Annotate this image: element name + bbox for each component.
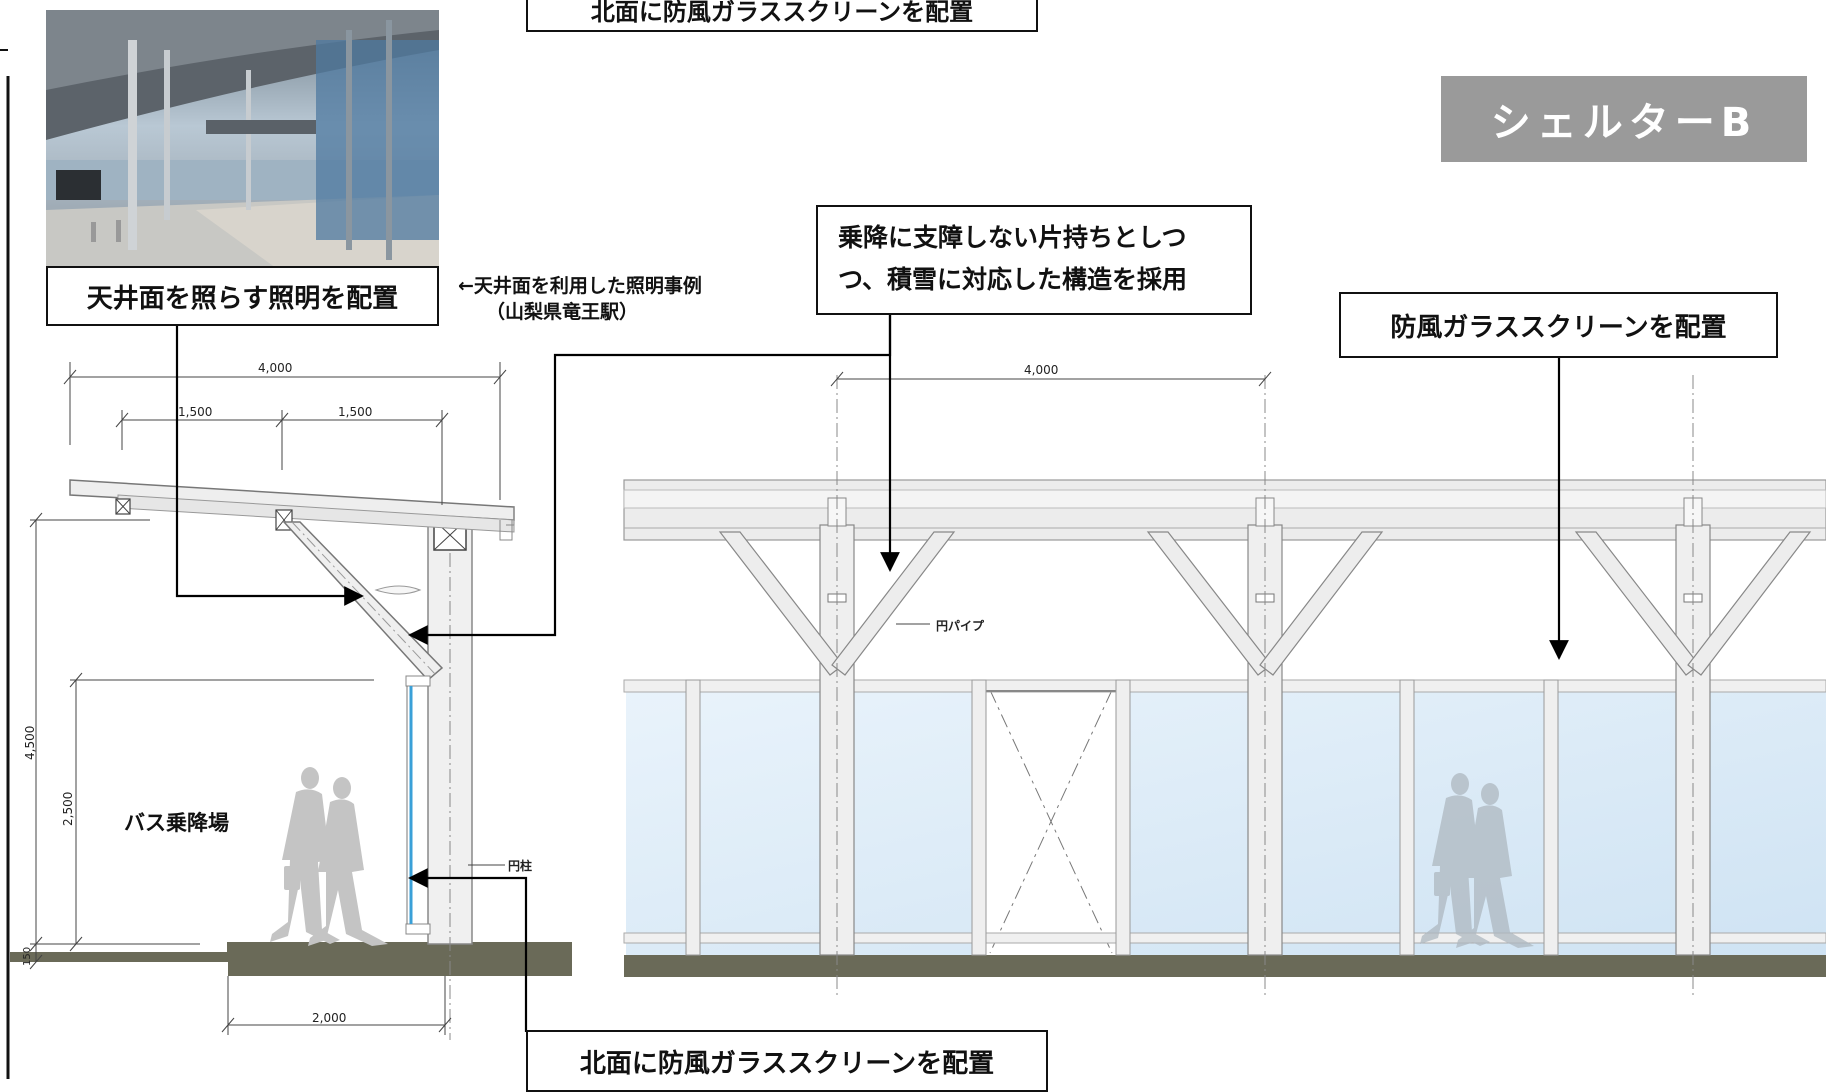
leader-lines (175, 312, 1569, 1032)
dim-bay: 4,000 (1024, 363, 1058, 377)
people-silhouette-section (270, 767, 388, 946)
column-label: 円柱 (508, 858, 532, 873)
pipe-label: 円パイプ (936, 618, 985, 633)
dim-span-b: 1,500 (338, 405, 372, 419)
section-glass-frame-top (405, 675, 431, 687)
callout-cantilever-line1: 乗降に支障しない片持ちとしつ (838, 223, 1187, 252)
leader-cantilever-section (408, 312, 892, 645)
bus-area-label: バス乗降場 (124, 811, 229, 835)
leader-bottom-windscreen (408, 868, 528, 1032)
callout-lighting-text: 天井面を照らす照明を配置 (86, 283, 399, 314)
shelter-b-label: シェルターB (1490, 100, 1758, 146)
photo-note-line2: （山梨県竜王駅） (486, 301, 639, 323)
dim-total-width: 4,000 (258, 361, 292, 375)
dim-base: 2,000 (312, 1011, 346, 1025)
callout-windscreen-text: 防風ガラススクリーンを配置 (1390, 312, 1727, 343)
front-elevation (623, 371, 1826, 995)
section-ground (10, 952, 230, 962)
people-silhouette-elevation (1420, 773, 1534, 948)
callout-bottom-windscreen-text: 北面に防風ガラススクリーンを配置 (579, 1048, 995, 1079)
callout-lighting: 天井面を照らす照明を配置 (46, 266, 439, 326)
callout-cantilever: 乗降に支障しない片持ちとしつ つ、積雪に対応した構造を採用 (816, 205, 1252, 315)
callout-top-windscreen: 北面に防風ガラススクリーンを配置 (526, 0, 1038, 32)
callout-windscreen: 防風ガラススクリーンを配置 (1339, 292, 1778, 358)
callout-cantilever-line2: つ、積雪に対応した構造を採用 (838, 265, 1188, 294)
dim-clear-height: 2,500 (61, 792, 75, 826)
lighting-example-photo (46, 10, 439, 268)
elevation-column-1 (718, 375, 956, 995)
dim-step: 150 (22, 947, 33, 966)
photo-note: ←天井面を利用した照明事例 （山梨県竜王駅） (458, 273, 702, 325)
cross-section (10, 362, 572, 1040)
callout-bottom-windscreen: 北面に防風ガラススクリーンを配置 (526, 1030, 1048, 1092)
section-ground-raised (228, 942, 572, 976)
leader-lighting (175, 325, 364, 606)
callout-top-windscreen-text: 北面に防風ガラススクリーンを配置 (590, 0, 974, 26)
dim-height: 4,500 (23, 726, 37, 760)
elevation-ground (624, 955, 1826, 977)
elevation-column-2 (1146, 375, 1384, 995)
dim-span-a: 1,500 (178, 405, 212, 419)
shelter-b-banner: シェルターB (1441, 76, 1807, 162)
elevation-column-3 (1574, 375, 1812, 995)
section-lamp (374, 585, 422, 595)
elevation-roof (623, 479, 1826, 541)
photo-note-line1: ←天井面を利用した照明事例 (458, 275, 702, 297)
elevation-glass (626, 688, 1826, 955)
